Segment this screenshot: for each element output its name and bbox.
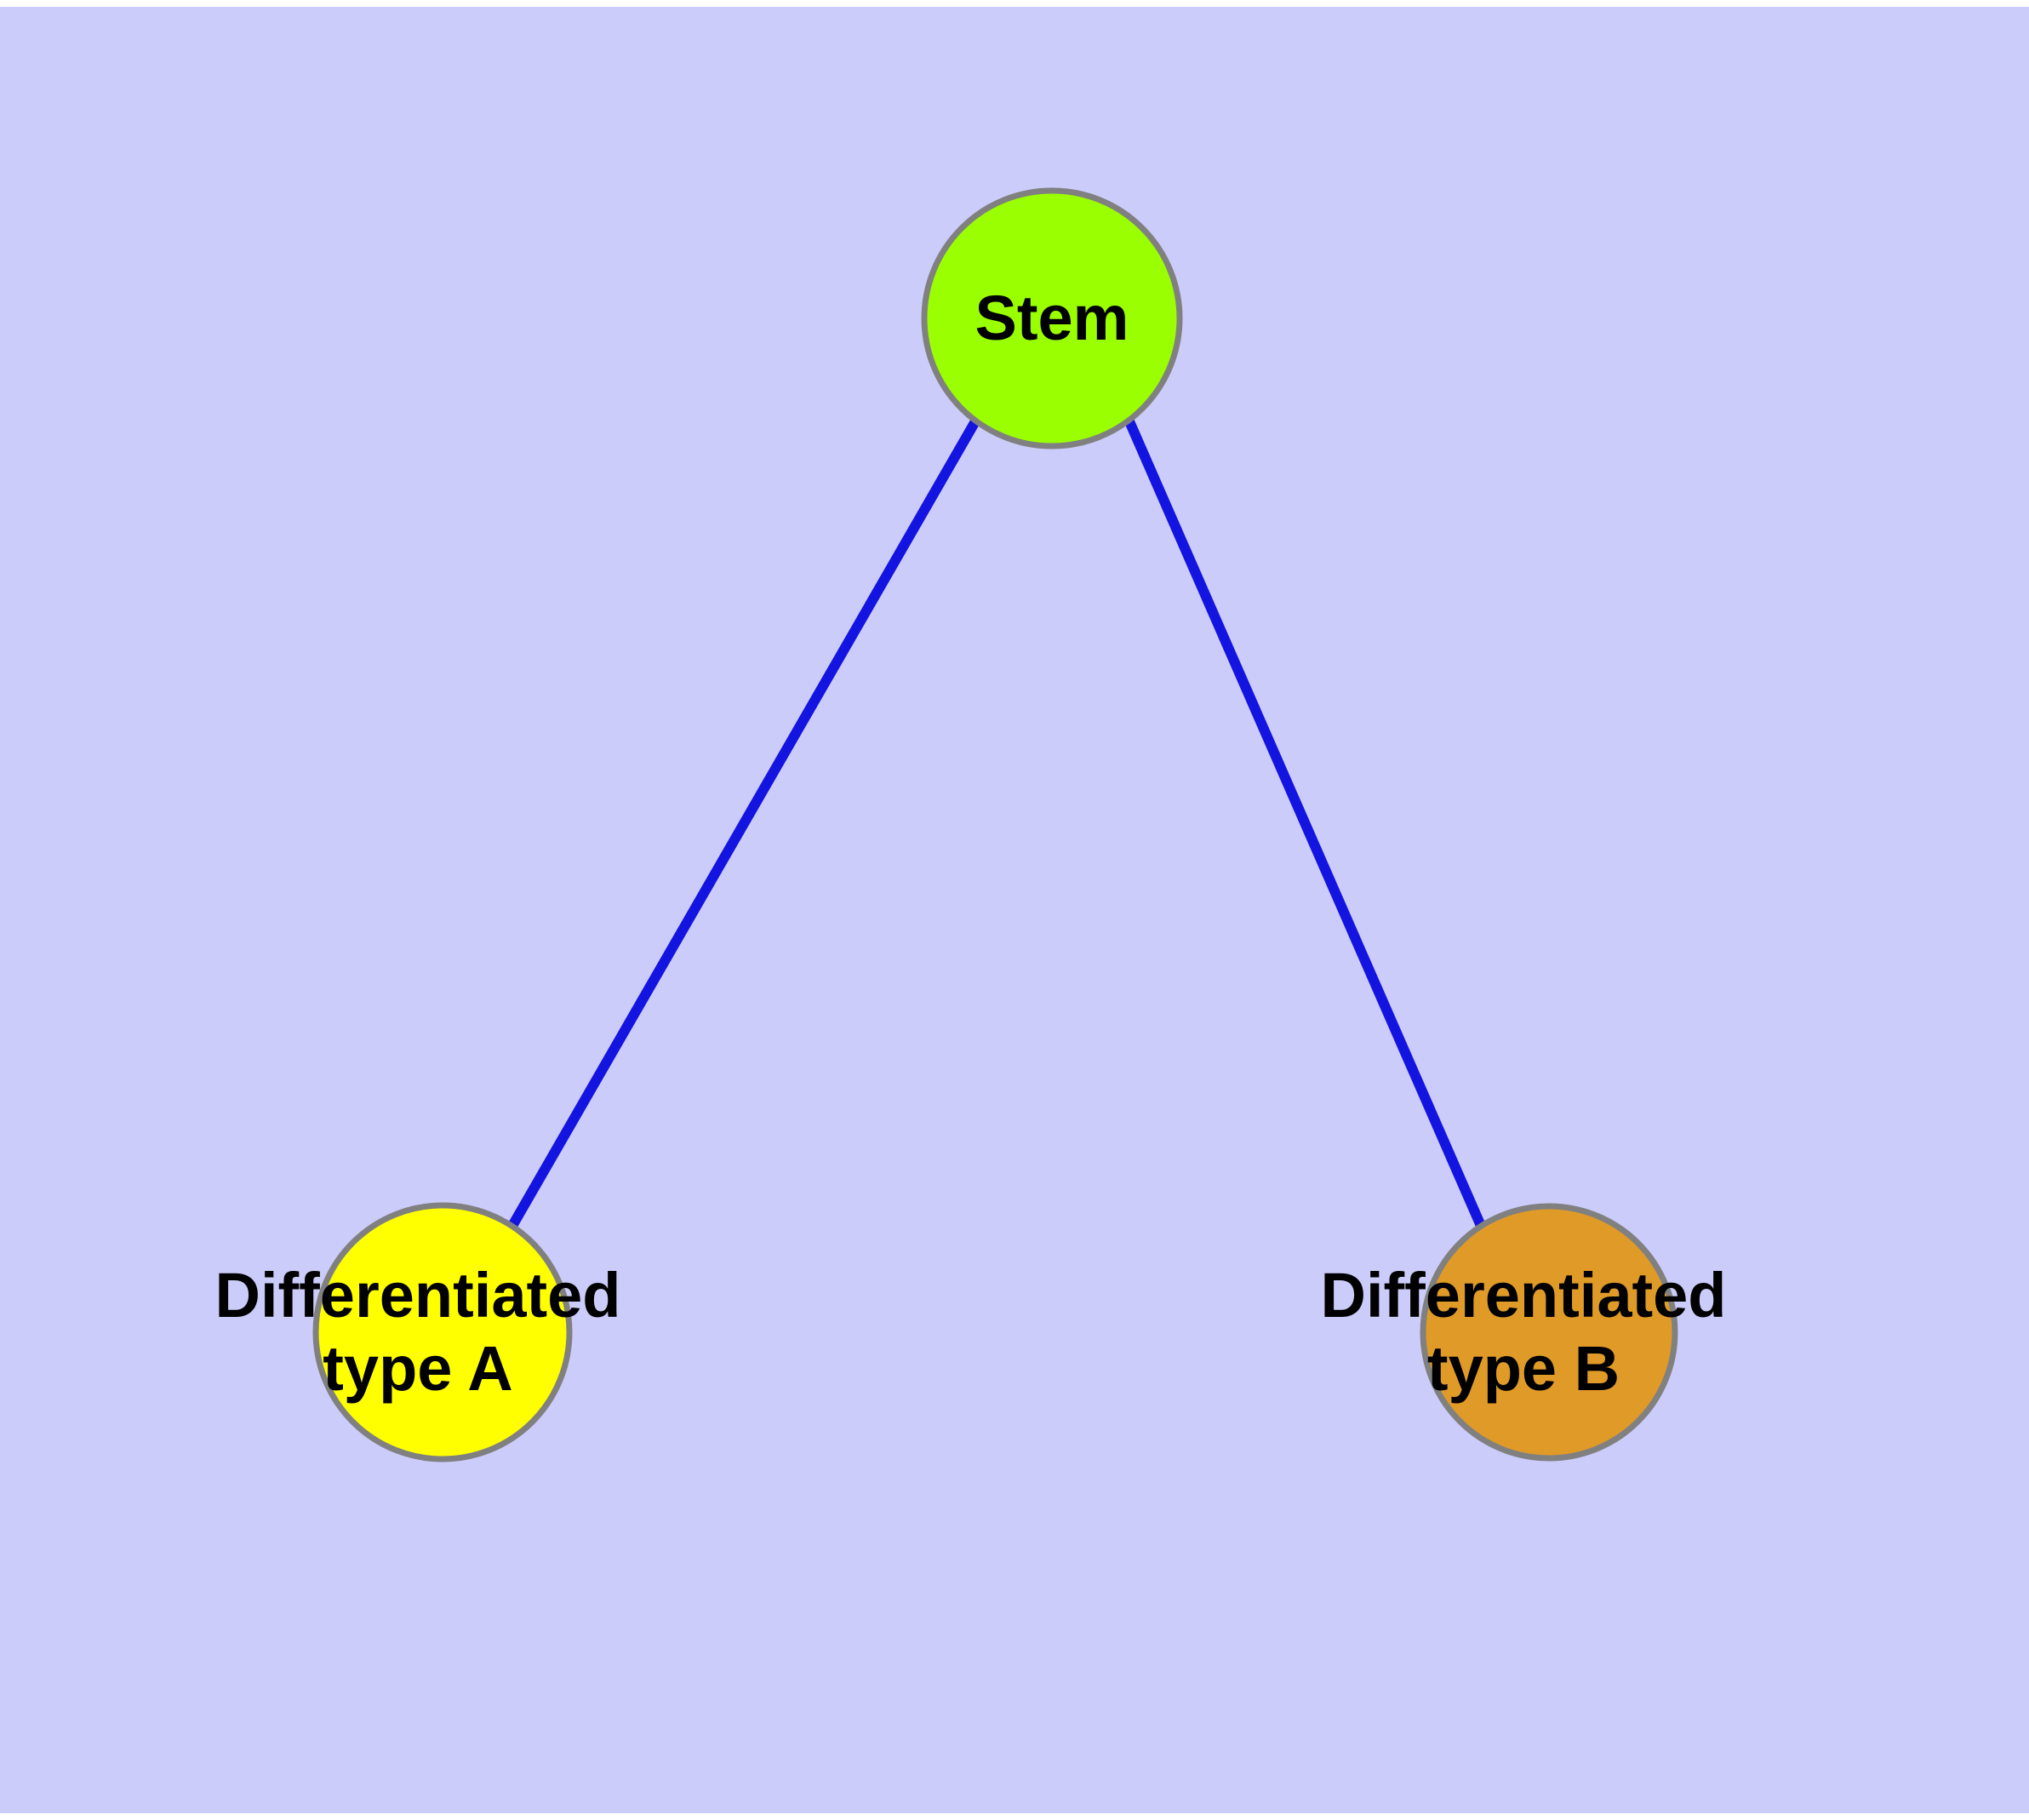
edge-layer <box>507 419 1486 1228</box>
edge-stem-to-differentiated-type-a[interactable] <box>507 419 980 1228</box>
node-stem[interactable]: Stem <box>921 187 1183 449</box>
node-stem-label: Stem <box>975 283 1129 353</box>
node-differentiated-type-b-circle[interactable] <box>1420 1203 1678 1462</box>
node-stem-circle[interactable] <box>921 187 1183 449</box>
edge-stem-to-differentiated-type-b[interactable] <box>1124 419 1486 1228</box>
node-differentiated-type-a-circle[interactable] <box>312 1202 573 1462</box>
